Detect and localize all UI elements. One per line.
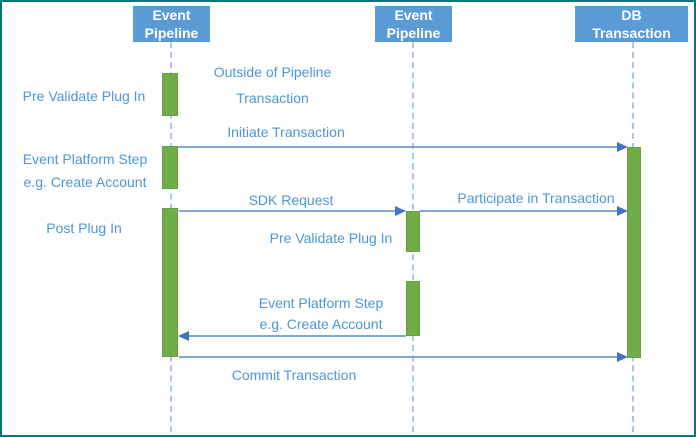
- actor-box-db-transaction: DB Transaction: [575, 6, 688, 42]
- label-line: Outside of Pipeline: [213, 64, 332, 80]
- label-line: e.g. Create Account: [259, 316, 383, 332]
- actor-box-event-pipeline-1: Event Pipeline: [133, 6, 210, 42]
- label-outside-of-pipeline-transaction: Outside of Pipeline Transaction: [185, 59, 360, 111]
- label-initiate-transaction: Initiate Transaction: [227, 124, 345, 140]
- label-line: e.g. Create Account: [23, 174, 147, 190]
- arrow-sdk-request: [179, 210, 397, 212]
- actor-label-line: Transaction: [592, 25, 671, 41]
- actor-label-line: DB: [621, 7, 642, 23]
- label-participate-in-transaction: Participate in Transaction: [457, 190, 615, 206]
- actor-box-event-pipeline-2: Event Pipeline: [375, 6, 452, 42]
- activation-bar-db-transaction: [627, 147, 641, 358]
- label-pre-validate-plug-in-2: Pre Validate Plug In: [269, 230, 393, 246]
- activation-bar-platform-step-1: [162, 146, 178, 189]
- label-event-platform-step-1: Event Platform Step e.g. Create Account: [6, 148, 164, 194]
- actor-label-line: Pipeline: [144, 25, 199, 41]
- arrow-commit-transaction: [179, 356, 618, 358]
- activation-bar-pre-validate-1: [162, 73, 178, 116]
- label-line: Transaction: [236, 90, 309, 106]
- arrowhead-right-icon: [395, 206, 406, 216]
- arrowhead-left-icon: [178, 331, 189, 341]
- label-event-platform-step-2: Event Platform Step e.g. Create Account: [240, 293, 402, 335]
- arrow-participate-in-transaction: [420, 210, 618, 212]
- arrowhead-right-icon: [617, 206, 628, 216]
- label-line: Event Platform Step: [258, 295, 384, 311]
- arrow-return-to-pipeline-1: [188, 335, 406, 337]
- actor-label-line: Event: [152, 7, 191, 23]
- label-pre-validate-plug-in-1: Pre Validate Plug In: [22, 88, 146, 104]
- activation-bar-post-plug-in: [162, 208, 178, 357]
- actor-label-line: Event: [394, 7, 433, 23]
- activation-bar-platform-step-2: [406, 281, 420, 336]
- label-sdk-request: SDK Request: [248, 192, 334, 208]
- arrowhead-right-icon: [617, 142, 628, 152]
- label-post-plug-in: Post Plug In: [46, 220, 122, 236]
- arrowhead-right-icon: [617, 352, 628, 362]
- activation-bar-pre-validate-2: [406, 211, 420, 252]
- actor-label-line: Pipeline: [386, 25, 441, 41]
- label-commit-transaction: Commit Transaction: [231, 367, 357, 383]
- label-line: Event Platform Step: [22, 151, 148, 167]
- arrow-initiate-transaction: [178, 146, 618, 148]
